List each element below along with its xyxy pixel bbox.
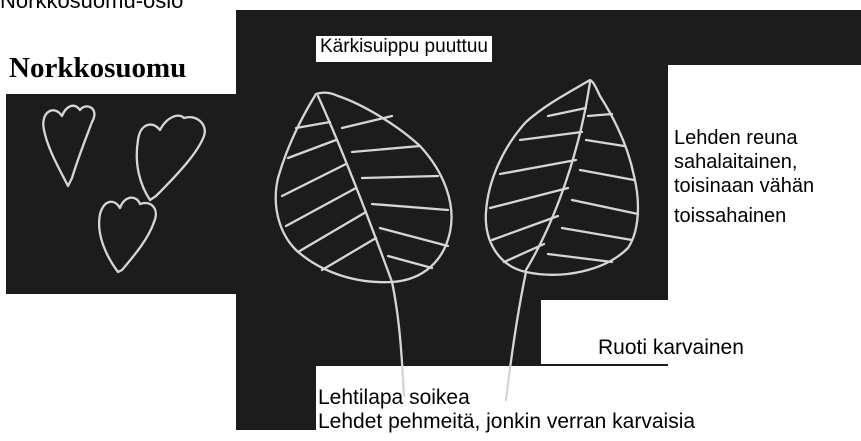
bract-scale-icon — [43, 106, 94, 186]
birch-leaf-right-icon — [486, 80, 638, 400]
bract-scale-icon — [99, 198, 156, 272]
birch-leaf-left-icon — [276, 93, 452, 396]
bract-scale-icon — [137, 116, 205, 200]
